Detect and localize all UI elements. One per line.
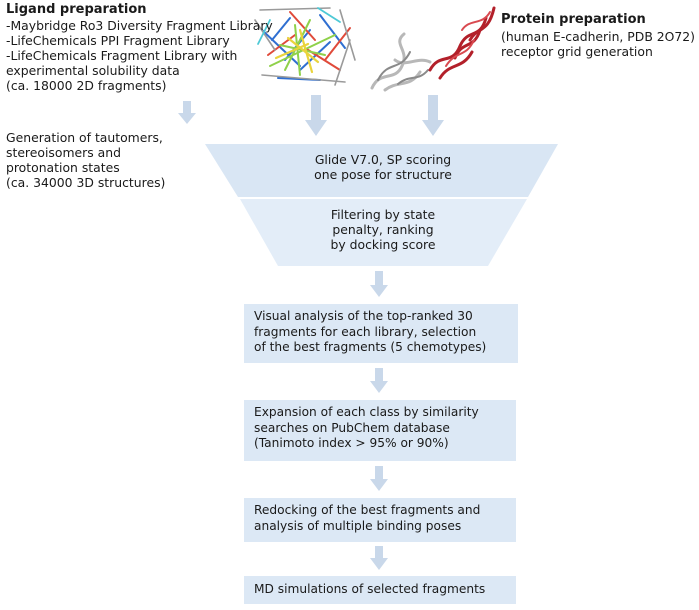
funnel-glide-text: Glide V7.0, SP scoring one pose for stru…: [238, 152, 528, 182]
step-visual-analysis: Visual analysis of the top-ranked 30 fra…: [244, 304, 518, 363]
protein-preparation-heading: Protein preparation: [501, 12, 646, 27]
step-line: searches on PubChem database: [254, 420, 450, 435]
step-line: fragments for each library, selection: [254, 324, 477, 339]
ligand-line: -Maybridge Ro3 Diversity Fragment Librar…: [6, 18, 273, 33]
funnel-top-section: [205, 144, 558, 197]
protein-structure-image: [370, 6, 496, 92]
funnel-top-line: one pose for structure: [314, 167, 452, 182]
arrow-funnel-to-step1: [370, 271, 388, 297]
protein-line: receptor grid generation: [501, 44, 653, 59]
step-line: Expansion of each class by similarity: [254, 405, 479, 419]
arrow-ligand-list: [178, 101, 196, 124]
ligand-line: -LifeChemicals Fragment Library with: [6, 48, 238, 63]
generation-line: (ca. 34000 3D structures): [6, 175, 166, 190]
step-redocking: Redocking of the best fragments and anal…: [244, 498, 516, 542]
funnel-bottom-section: [240, 199, 527, 266]
funnel-top-line: Glide V7.0, SP scoring: [314, 152, 452, 167]
arrow-step1-to-step2: [370, 368, 388, 393]
funnel-bottom-line: Filtering by state: [330, 207, 436, 222]
funnel-bottom-line: by docking score: [330, 237, 436, 252]
step-md-simulations: MD simulations of selected fragments: [244, 576, 516, 604]
arrow-ligand-image: [305, 95, 327, 136]
step-line: (Tanimoto index > 95% or 90%): [254, 436, 449, 450]
generation-line: protonation states: [6, 160, 120, 175]
arrow-step3-to-step4: [370, 546, 388, 570]
generation-line: stereoisomers and: [6, 145, 121, 160]
step-expansion: Expansion of each class by similarity se…: [244, 400, 516, 461]
ligand-line: -LifeChemicals PPI Fragment Library: [6, 33, 230, 48]
funnel-filter-text: Filtering by state penalty, ranking by d…: [278, 207, 488, 252]
step-line: Redocking of the best fragments and: [254, 503, 481, 517]
arrow-step2-to-step3: [370, 466, 388, 491]
generation-text: Generation of tautomers, stereoisomers a…: [6, 130, 165, 190]
ligand-line: (ca. 18000 2D fragments): [6, 78, 167, 93]
ligand-line: experimental solubility data: [6, 63, 180, 78]
ligand-structure-image: [254, 7, 356, 86]
protein-preparation-details: (human E-cadherin, PDB 2O72) receptor gr…: [501, 29, 695, 59]
step-line: analysis of multiple binding poses: [254, 518, 462, 533]
ligand-library-list: -Maybridge Ro3 Diversity Fragment Librar…: [6, 18, 273, 93]
step-line: Visual analysis of the top-ranked 30: [254, 309, 473, 323]
funnel-bottom-line: penalty, ranking: [332, 222, 434, 237]
protein-line: (human E-cadherin, PDB 2O72): [501, 29, 695, 44]
step-line: MD simulations of selected fragments: [254, 582, 486, 596]
generation-line: Generation of tautomers,: [6, 130, 163, 145]
ligand-preparation-heading: Ligand preparation: [6, 2, 147, 17]
arrow-protein-image: [422, 95, 444, 136]
step-line: of the best fragments (5 chemotypes): [254, 340, 487, 354]
